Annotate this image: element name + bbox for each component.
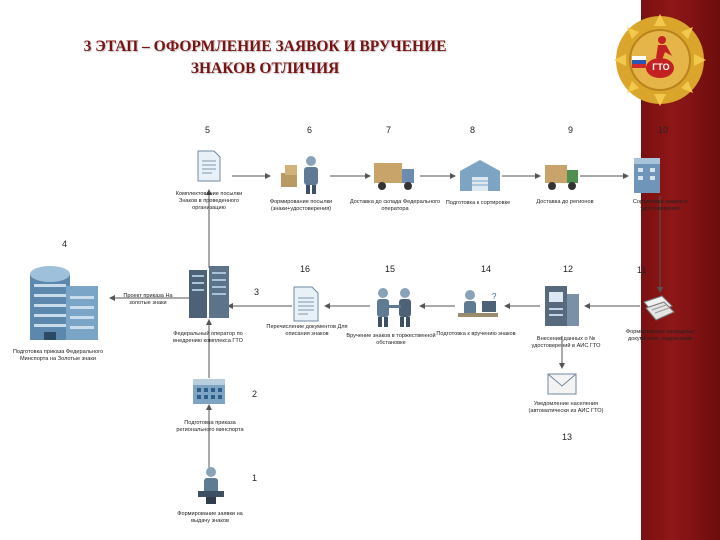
step-caption-8: Подготовка к сортировке: [445, 200, 511, 206]
step-caption-4: Подготовка приказа Федерального Минспорт…: [12, 349, 104, 362]
step-caption-11: Формирование наградных документов, подпи…: [625, 329, 695, 342]
logo-label: ГТО: [652, 62, 670, 72]
step-caption-2: Подготовка приказа регионального минспор…: [176, 420, 244, 433]
step-caption-3: Федеральный оператор по внедрению компле…: [173, 331, 243, 344]
warehouse-icon: [460, 160, 500, 191]
delivery-truck-icon: [374, 163, 414, 190]
document-icon: [293, 286, 319, 322]
step-caption-14: Подготовка к вручению знаков: [436, 331, 516, 337]
page-title: 3 ЭТАП – ОФОРМЛЕНИЕ ЗАЯВОК И ВРУЧЕНИЕ ЗН…: [30, 36, 500, 80]
step-caption-16: Перечисление документов Для описания зна…: [266, 324, 348, 337]
step-number-10: 10: [658, 125, 669, 135]
step-number-15: 15: [385, 264, 396, 274]
person-packages-icon: [281, 156, 318, 194]
handshake-icon: [377, 288, 411, 327]
gto-medal-icon: [614, 14, 706, 106]
step-caption-9: Доставка до регионов: [536, 199, 594, 205]
step-number-11: 11: [637, 265, 647, 275]
office-building-icon: [30, 266, 98, 340]
svg-text:?: ?: [492, 292, 497, 301]
step-number-6: 6: [307, 125, 313, 135]
step-number-7: 7: [386, 125, 392, 135]
step-caption-5: Комплектование посылки Знаков в проведен…: [175, 191, 243, 211]
printed-forms-icon: [643, 295, 675, 321]
truck-icon: [545, 165, 578, 190]
step-number-16: 16: [300, 264, 311, 274]
server-icon: [189, 266, 229, 318]
step-caption-15: Вручение знаков в торжественной обстанов…: [346, 333, 436, 346]
step-number-5: 5: [205, 125, 211, 135]
step-number-2: 2: [252, 389, 258, 399]
step-number-14: 14: [481, 264, 492, 274]
step-caption-6: Формирование посылки (знаки+удостоверени…: [269, 199, 333, 212]
step-number-3: 3: [254, 287, 260, 297]
envelope-icon: [547, 373, 577, 395]
person-desk-icon: ?: [458, 290, 498, 317]
computer-terminal-icon: [545, 286, 579, 326]
step-caption-10: Сортировка знаков и удостоверений: [632, 199, 688, 212]
step-number-12: 12: [563, 264, 574, 274]
step-number-4: 4: [62, 239, 68, 249]
step-number-13: 13: [562, 432, 573, 442]
building-icon: [193, 379, 225, 404]
step-caption-12: Внесение данных о № удостоверений в АИС …: [531, 336, 601, 349]
document-icon: [197, 150, 221, 182]
title-line-1: 3 ЭТАП – ОФОРМЛЕНИЕ ЗАЯВОК И ВРУЧЕНИЕ: [83, 38, 447, 55]
person-laptop-icon: [198, 467, 224, 504]
step-caption-7: Доставка до склада Федерального оператор…: [349, 199, 441, 212]
order-link-label: Проект приказа На золотые знаки: [123, 293, 173, 306]
step-number-1: 1: [252, 473, 258, 483]
step-caption-1: Формирование заявки на выдачу знаков: [177, 511, 243, 524]
sorting-building-icon: [634, 158, 660, 193]
title-line-2: ЗНАКОВ ОТЛИЧИЯ: [190, 60, 340, 77]
step-number-8: 8: [470, 125, 476, 135]
step-caption-13: Уведомление населения (автоматически из …: [528, 401, 604, 414]
step-number-9: 9: [568, 125, 574, 135]
